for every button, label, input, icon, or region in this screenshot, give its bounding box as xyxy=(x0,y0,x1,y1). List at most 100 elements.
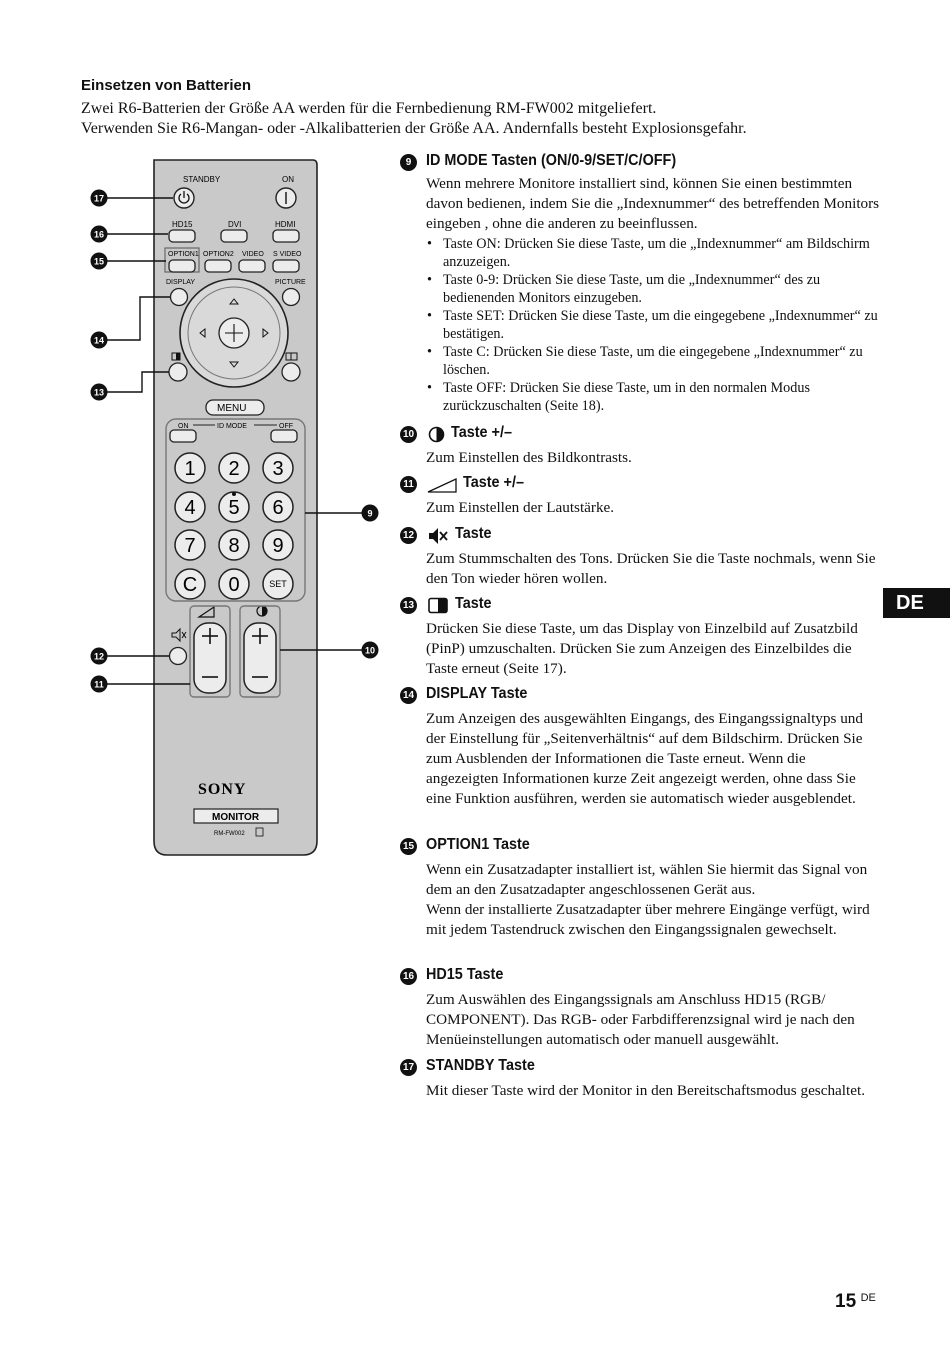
mute-button[interactable] xyxy=(168,646,188,666)
picture-button[interactable] xyxy=(281,287,301,307)
label-menu: MENU xyxy=(217,403,246,414)
badge-11: 11 xyxy=(400,476,417,493)
badge-10: 10 xyxy=(400,426,417,443)
plus-minus-icons xyxy=(202,628,268,678)
label-hd15: HD15 xyxy=(172,220,193,229)
callout-10-label: 10 xyxy=(365,646,375,656)
key-set-button[interactable] xyxy=(262,568,294,600)
menu-button[interactable] xyxy=(205,399,265,416)
key-7-label: 7 xyxy=(184,535,195,557)
label-dvi: DVI xyxy=(228,220,241,229)
arrow-up-icon xyxy=(228,298,240,305)
volume-icon xyxy=(197,605,215,618)
svideo-button[interactable] xyxy=(272,259,300,273)
tactile-dot xyxy=(232,492,236,496)
callout-15-marker xyxy=(90,252,108,270)
page-number-lang: DE xyxy=(860,1292,876,1304)
video-button[interactable] xyxy=(238,259,266,273)
item-13-text: Drücken Sie diese Taste, um das Display … xyxy=(426,620,858,677)
key-4-button[interactable] xyxy=(174,491,206,523)
key-2-button[interactable] xyxy=(218,452,250,484)
badge-15: 15 xyxy=(400,838,417,855)
callout-13-label: 13 xyxy=(94,388,104,398)
key-0-button[interactable] xyxy=(218,568,250,600)
item-9-bullets: Taste ON: Drücken Sie diese Taste, um di… xyxy=(426,235,880,415)
item-12: 12 Taste Zum Stummschalten des Tons. Drü… xyxy=(400,525,880,589)
contrast-icon xyxy=(428,426,445,443)
pinp-button[interactable] xyxy=(168,362,188,382)
idmode-on-button[interactable] xyxy=(169,429,197,443)
key-set-label: SET xyxy=(269,579,287,589)
item-11-text: Zum Einstellen der Lautstärke. xyxy=(426,499,615,516)
nav-center-icon xyxy=(225,324,243,342)
key-5-label: 5 xyxy=(228,497,239,519)
item-16-text: Zum Auswählen des Eingangssignals am Ans… xyxy=(426,991,855,1048)
callout-9-marker xyxy=(361,504,379,522)
label-hdmi: HDMI xyxy=(275,220,295,229)
callout-17-marker xyxy=(90,189,108,207)
pinp-icon xyxy=(428,597,448,614)
badge-13: 13 xyxy=(400,597,417,614)
callout-16-label: 16 xyxy=(94,230,104,240)
item-16-title: HD15 Taste xyxy=(426,966,504,983)
section-title: Einsetzen von Batterien xyxy=(81,77,252,94)
dvi-button[interactable] xyxy=(220,229,248,243)
callout-14-label: 14 xyxy=(94,336,104,346)
callout-leaders xyxy=(107,197,362,685)
hdmi-button[interactable] xyxy=(272,229,300,243)
volume-rocker[interactable] xyxy=(193,622,227,694)
volume-icon xyxy=(427,477,457,493)
display-button[interactable] xyxy=(169,287,189,307)
callout-15-label: 15 xyxy=(94,257,104,267)
item-12-text: Zum Stummschalten des Tons. Drücken Sie … xyxy=(426,550,876,587)
intro-line-1: Zwei R6-Batterien der Größe AA werden fü… xyxy=(81,100,657,117)
hd15-button[interactable] xyxy=(168,229,196,243)
item-17-title: STANDBY Taste xyxy=(426,1057,535,1074)
key-9-label: 9 xyxy=(272,535,283,557)
key-c-button[interactable] xyxy=(174,568,206,600)
label-idmode: ID MODE xyxy=(217,423,247,430)
label-option2: OPTION2 xyxy=(203,251,234,258)
item-13: 13 Taste Drücken Sie diese Taste, um das… xyxy=(400,595,880,679)
page-number: 15 DE xyxy=(835,1291,876,1313)
key-7-button[interactable] xyxy=(174,529,206,561)
key-2-label: 2 xyxy=(228,458,239,480)
language-tab: DE xyxy=(883,588,950,618)
option2-button[interactable] xyxy=(204,259,232,273)
key-3-button[interactable] xyxy=(262,452,294,484)
bullet-c: Taste C: Drücken Sie diese Taste, um die… xyxy=(426,343,880,379)
label-option1: OPTION1 xyxy=(168,251,199,258)
language-tab-label: DE xyxy=(896,592,924,614)
label-picture: PICTURE xyxy=(275,279,306,286)
label-model: RM-FW002 xyxy=(214,831,245,837)
key-1-button[interactable] xyxy=(174,452,206,484)
callout-12-label: 12 xyxy=(94,652,104,662)
callout-9-label: 9 xyxy=(367,509,372,519)
key-6-button[interactable] xyxy=(262,491,294,523)
mute-icon xyxy=(171,627,187,643)
badge-12: 12 xyxy=(400,527,417,544)
key-9-button[interactable] xyxy=(262,529,294,561)
key-3-label: 3 xyxy=(272,458,283,480)
callout-17-label: 17 xyxy=(94,194,104,204)
item-11-title: Taste +/– xyxy=(463,474,524,491)
callout-12-marker xyxy=(90,647,108,665)
bullet-0-9: Taste 0-9: Drücken Sie diese Taste, um d… xyxy=(426,271,880,307)
power-icon xyxy=(178,191,190,204)
sony-logo: SONY xyxy=(198,781,246,798)
bullet-on: Taste ON: Drücken Sie diese Taste, um di… xyxy=(426,235,880,271)
contrast-rocker[interactable] xyxy=(243,622,277,694)
callout-11-label: 11 xyxy=(94,680,104,690)
item-10: 10 Taste +/– Zum Einstellen des Bildkont… xyxy=(400,424,880,468)
option1-button[interactable] xyxy=(168,259,196,273)
item-11: 11 Taste +/– Zum Einstellen der Lautstär… xyxy=(400,474,880,518)
label-monitor: MONITOR xyxy=(212,812,260,823)
badge-14: 14 xyxy=(400,687,417,704)
key-8-button[interactable] xyxy=(218,529,250,561)
idmode-off-button[interactable] xyxy=(270,429,298,443)
label-idmode-on: ON xyxy=(178,423,189,430)
wide-button[interactable] xyxy=(281,362,301,382)
